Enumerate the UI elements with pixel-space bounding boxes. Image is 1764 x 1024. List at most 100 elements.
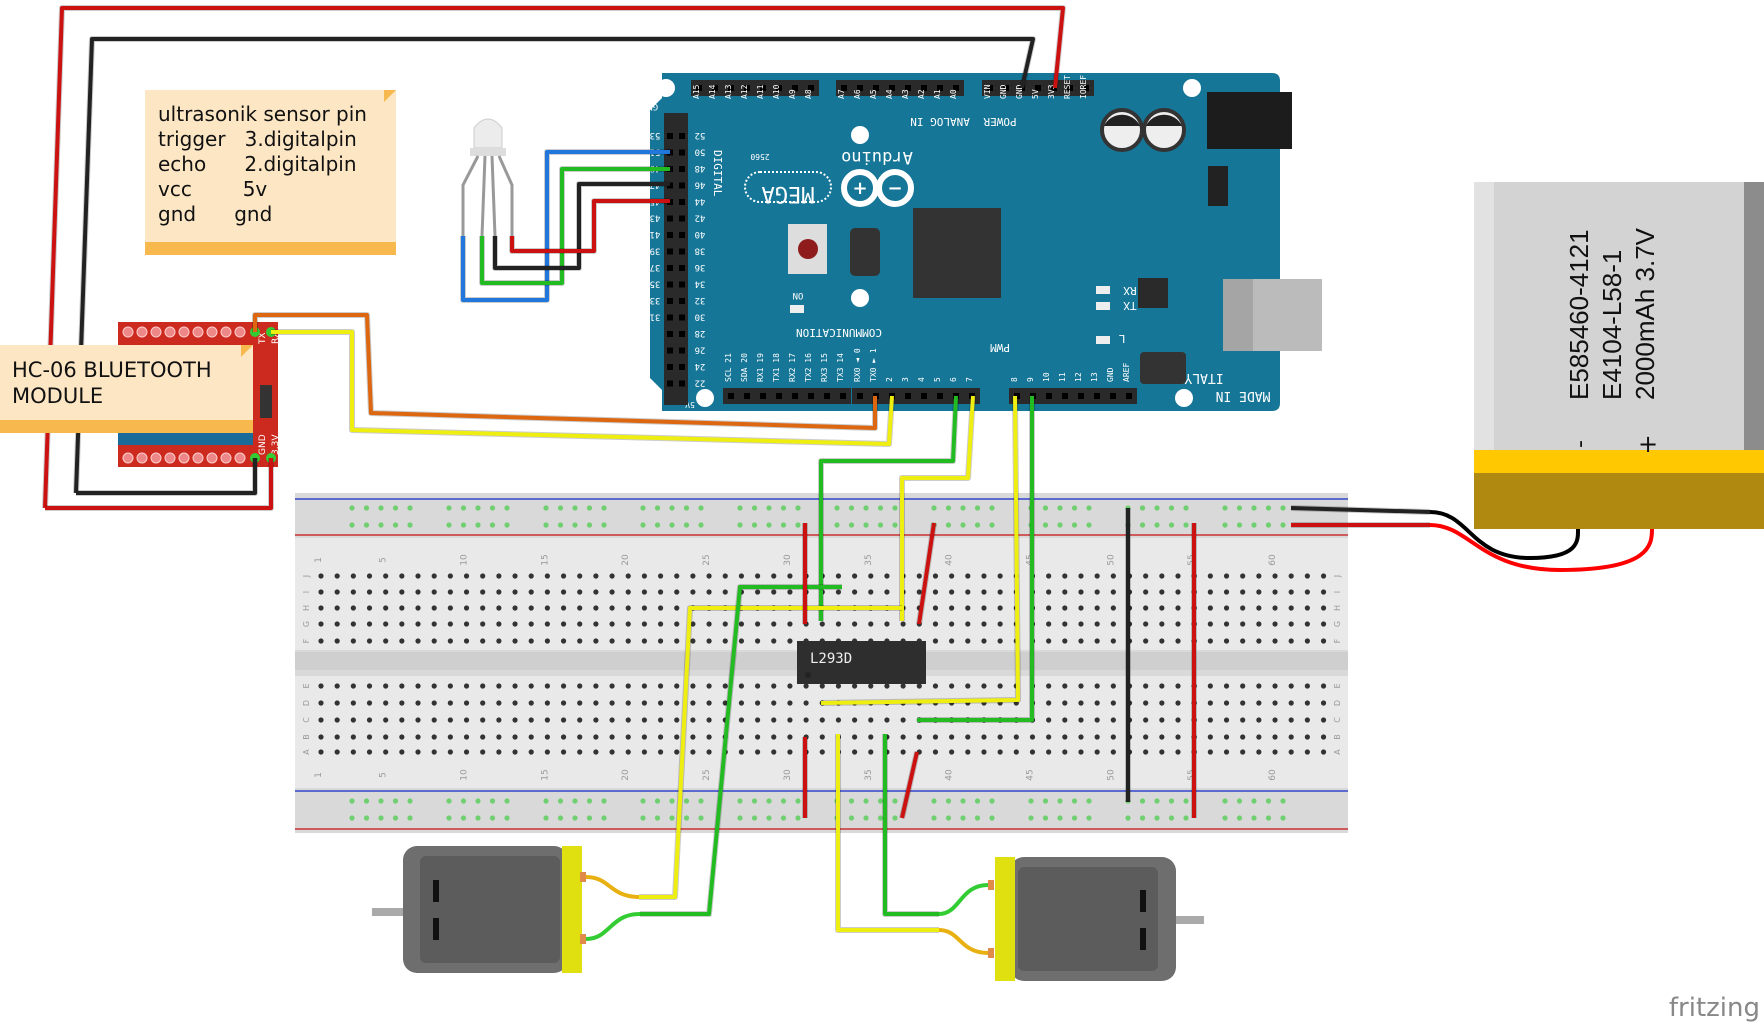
breadboard-hole[interactable] xyxy=(690,683,696,689)
breadboard-hole[interactable] xyxy=(1207,605,1213,611)
breadboard-hole[interactable] xyxy=(981,589,987,595)
breadboard-hole[interactable] xyxy=(1159,573,1165,579)
breadboard-hole[interactable] xyxy=(1223,717,1230,723)
rail-hole[interactable] xyxy=(1222,815,1228,821)
breadboard-hole[interactable] xyxy=(722,700,728,706)
header-pin[interactable] xyxy=(792,85,798,91)
rail-hole[interactable] xyxy=(363,815,370,821)
breadboard-hole[interactable] xyxy=(447,700,453,706)
breadboard-hole[interactable] xyxy=(1223,638,1230,644)
breadboard-hole[interactable] xyxy=(334,605,340,611)
breadboard-hole[interactable] xyxy=(835,589,842,595)
breadboard-hole[interactable] xyxy=(1046,605,1052,611)
breadboard-hole[interactable] xyxy=(1256,573,1262,579)
rail-hole[interactable] xyxy=(945,798,952,804)
rail-hole[interactable] xyxy=(407,815,413,821)
breadboard-hole[interactable] xyxy=(496,717,502,723)
breadboard-hole[interactable] xyxy=(366,749,373,755)
breadboard-hole[interactable] xyxy=(1110,734,1116,740)
breadboard-hole[interactable] xyxy=(787,621,793,627)
breadboard-hole[interactable] xyxy=(528,717,534,723)
breadboard-hole[interactable] xyxy=(1175,683,1181,689)
breadboard-hole[interactable] xyxy=(1046,749,1052,755)
breadboard-hole[interactable] xyxy=(1078,734,1084,740)
breadboard-hole[interactable] xyxy=(1062,734,1068,740)
breadboard-hole[interactable] xyxy=(657,683,664,689)
rail-hole[interactable] xyxy=(877,815,884,821)
breadboard-hole[interactable] xyxy=(1304,717,1310,723)
breadboard-hole[interactable] xyxy=(544,589,550,595)
header-pin[interactable] xyxy=(679,248,685,255)
breadboard-hole[interactable] xyxy=(1078,683,1084,689)
breadboard-hole[interactable] xyxy=(399,749,405,755)
breadboard-hole[interactable] xyxy=(366,573,373,579)
breadboard-hole[interactable] xyxy=(318,605,324,611)
breadboard-hole[interactable] xyxy=(318,683,324,689)
breadboard-hole[interactable] xyxy=(1078,573,1084,579)
breadboard-hole[interactable] xyxy=(981,573,987,579)
rail-hole[interactable] xyxy=(557,798,564,804)
header-pin[interactable] xyxy=(696,85,702,91)
breadboard-hole[interactable] xyxy=(577,621,583,627)
breadboard-hole[interactable] xyxy=(415,683,421,689)
breadboard-hole[interactable] xyxy=(528,573,534,579)
breadboard-hole[interactable] xyxy=(415,589,421,595)
breadboard-hole[interactable] xyxy=(771,638,777,644)
breadboard-hole[interactable] xyxy=(1320,683,1327,689)
breadboard-hole[interactable] xyxy=(447,605,453,611)
breadboard-hole[interactable] xyxy=(819,734,825,740)
breadboard-hole[interactable] xyxy=(1272,621,1278,627)
breadboard-hole[interactable] xyxy=(334,638,340,644)
rail-hole[interactable] xyxy=(960,505,966,511)
breadboard-hole[interactable] xyxy=(577,717,583,723)
breadboard-hole[interactable] xyxy=(1143,589,1149,595)
header-pin[interactable] xyxy=(921,85,927,91)
rail-hole[interactable] xyxy=(931,815,937,821)
breadboard-hole[interactable] xyxy=(496,589,502,595)
breadboard-hole[interactable] xyxy=(625,573,631,579)
breadboard-hole[interactable] xyxy=(1078,621,1084,627)
breadboard-hole[interactable] xyxy=(657,717,664,723)
rail-hole[interactable] xyxy=(407,505,413,511)
rail-hole[interactable] xyxy=(834,522,840,528)
breadboard-hole[interactable] xyxy=(884,683,890,689)
rail-hole[interactable] xyxy=(1042,522,1049,528)
breadboard-hole[interactable] xyxy=(480,683,486,689)
rail-hole[interactable] xyxy=(1251,522,1257,528)
rail-hole[interactable] xyxy=(737,815,743,821)
breadboard-hole[interactable] xyxy=(1223,621,1230,627)
breadboard-hole[interactable] xyxy=(560,683,567,689)
breadboard-hole[interactable] xyxy=(1223,573,1230,579)
breadboard-hole[interactable] xyxy=(1240,638,1246,644)
rail-hole[interactable] xyxy=(1139,815,1146,821)
rail-hole[interactable] xyxy=(698,522,704,528)
rail-hole[interactable] xyxy=(349,505,355,511)
header-pin[interactable] xyxy=(937,85,943,91)
breadboard-hole[interactable] xyxy=(593,621,599,627)
rail-hole[interactable] xyxy=(795,505,801,511)
breadboard-hole[interactable] xyxy=(431,589,437,595)
breadboard-hole[interactable] xyxy=(771,573,777,579)
breadboard-hole[interactable] xyxy=(334,734,340,740)
breadboard-hole[interactable] xyxy=(949,638,955,644)
header-pin[interactable] xyxy=(679,364,685,370)
breadboard-hole[interactable] xyxy=(1062,621,1068,627)
breadboard-hole[interactable] xyxy=(787,717,793,723)
breadboard-hole[interactable] xyxy=(463,638,470,644)
header-pin[interactable] xyxy=(792,393,798,399)
breadboard-hole[interactable] xyxy=(981,638,987,644)
breadboard-hole[interactable] xyxy=(641,717,648,723)
breadboard-hole[interactable] xyxy=(932,749,939,755)
breadboard-hole[interactable] xyxy=(383,589,389,595)
breadboard-hole[interactable] xyxy=(577,605,583,611)
breadboard-hole[interactable] xyxy=(366,621,373,627)
breadboard-hole[interactable] xyxy=(1223,700,1230,706)
rail-hole[interactable] xyxy=(446,815,452,821)
breadboard-hole[interactable] xyxy=(447,683,453,689)
rail-hole[interactable] xyxy=(446,505,452,511)
breadboard-hole[interactable] xyxy=(1078,749,1084,755)
breadboard-hole[interactable] xyxy=(997,605,1003,611)
breadboard-hole[interactable] xyxy=(641,749,648,755)
breadboard-hole[interactable] xyxy=(1240,749,1246,755)
breadboard-hole[interactable] xyxy=(1272,605,1278,611)
